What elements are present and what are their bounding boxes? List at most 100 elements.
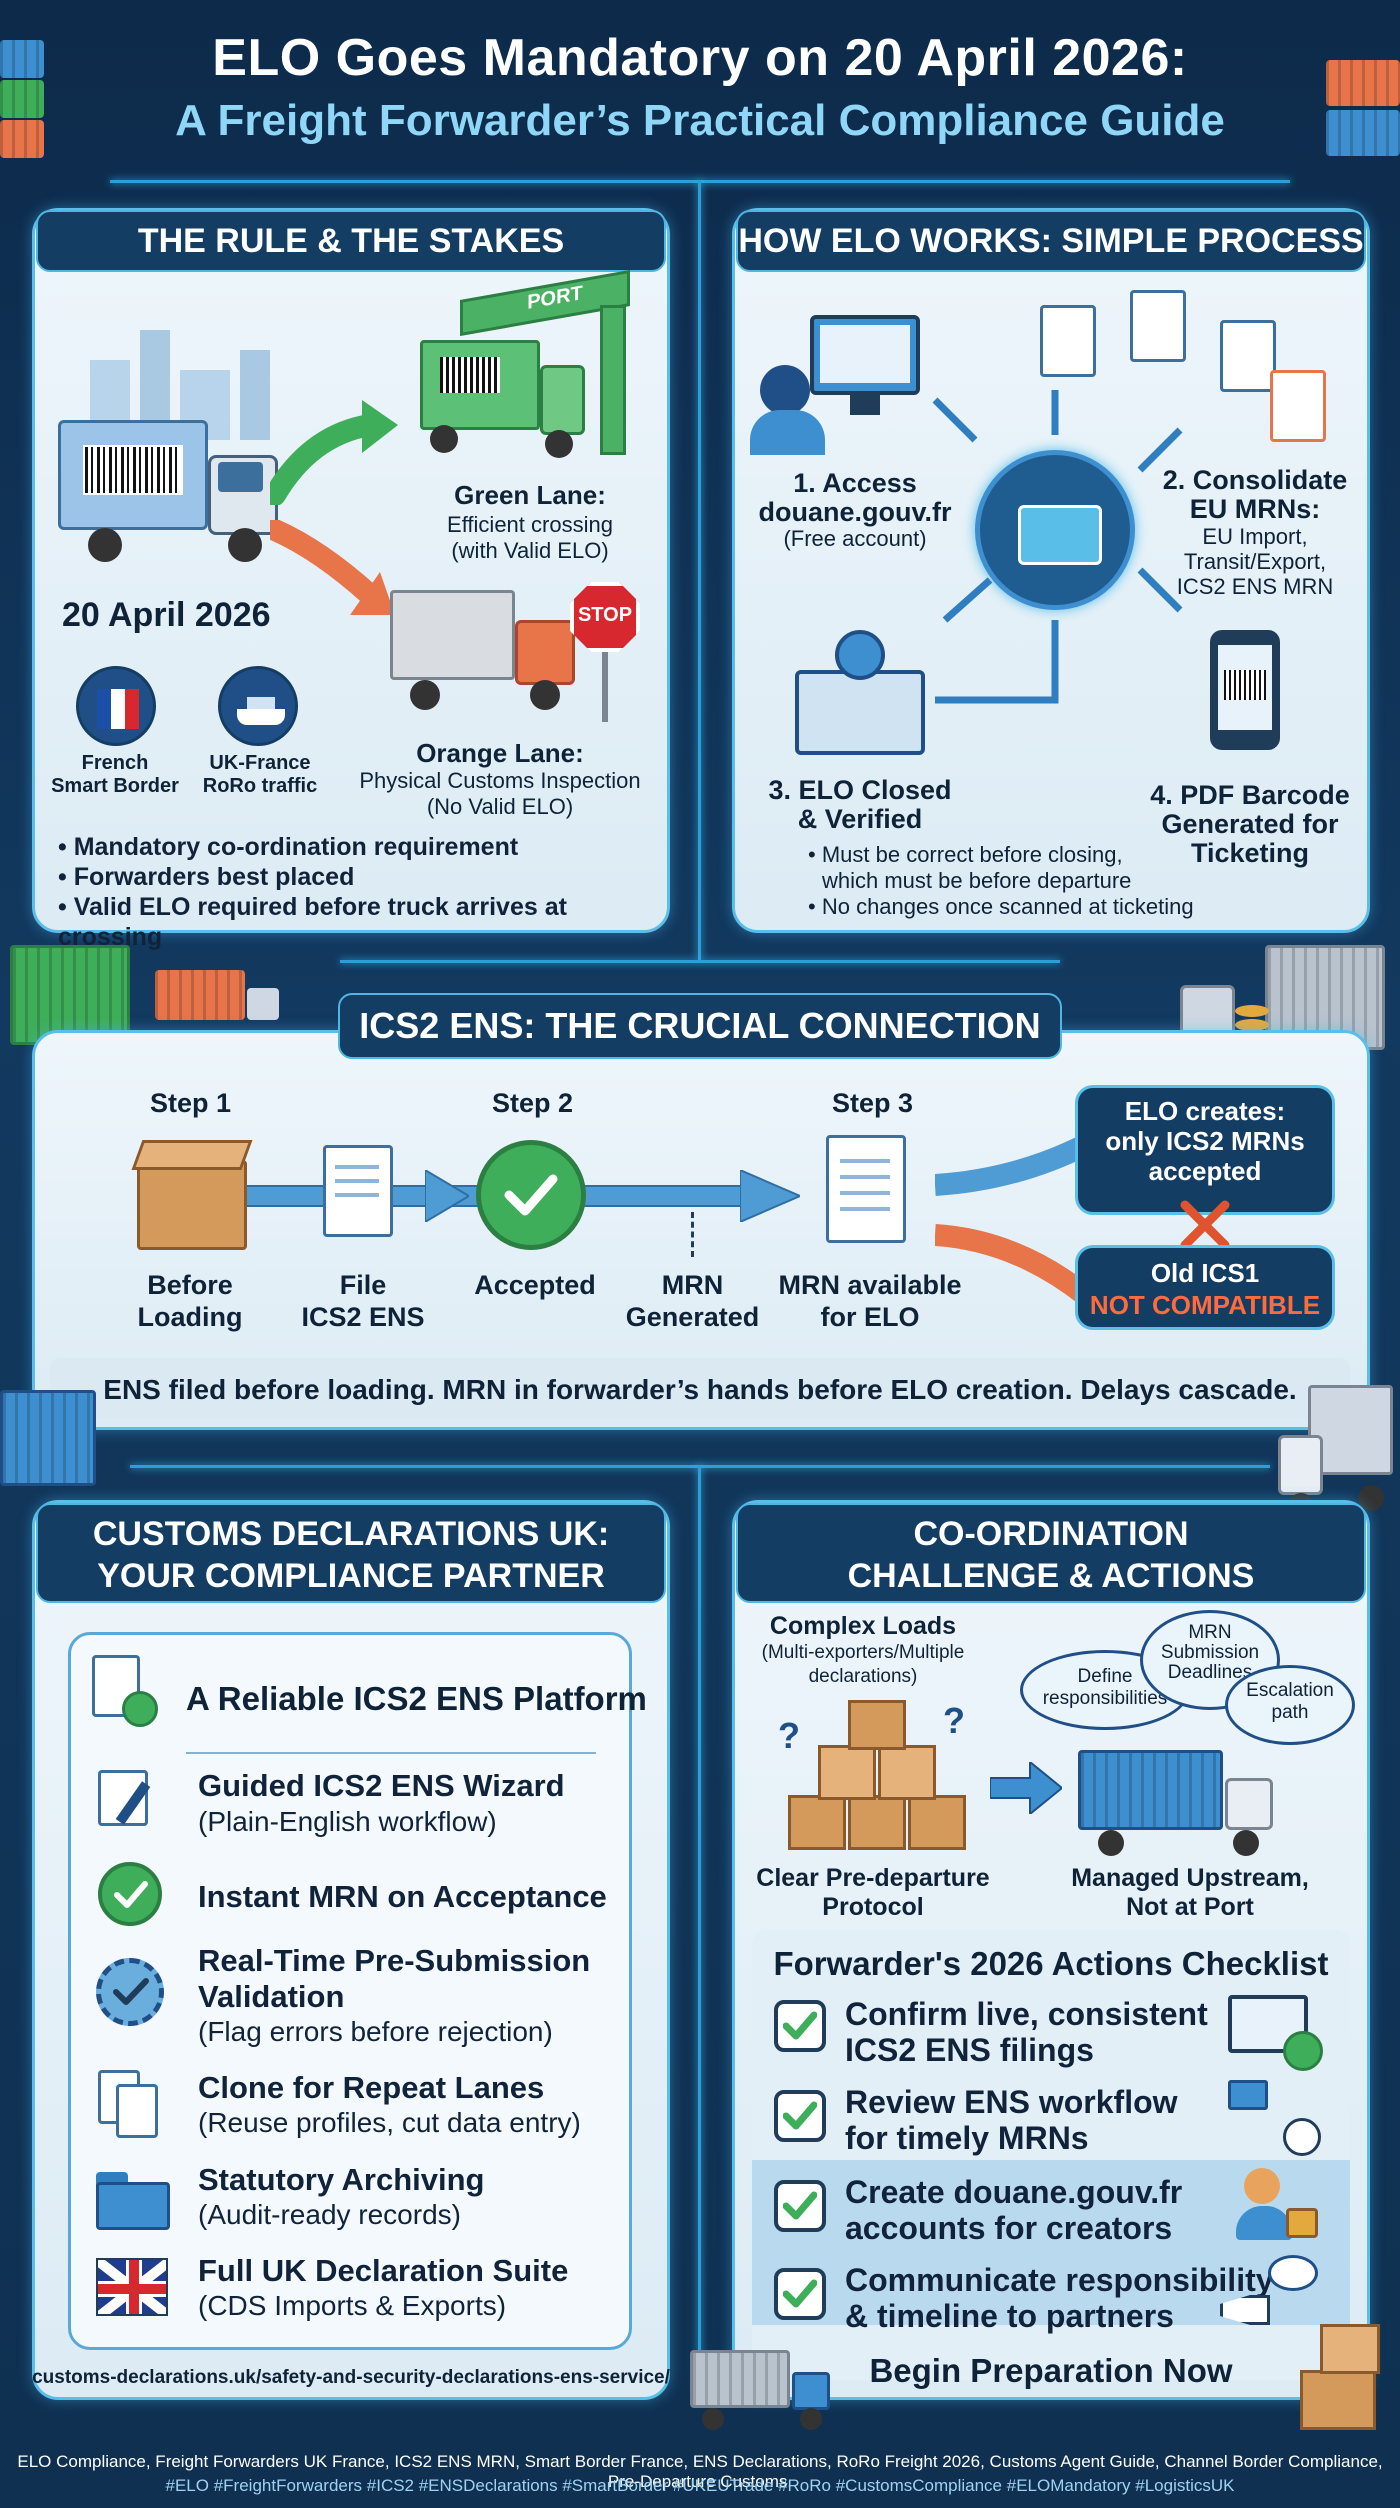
footer-hashtags: #ELO #FreightForwarders #ICS2 #ENSDeclar… [165, 2476, 1235, 2495]
step4-title-1: 4. PDF Barcode [1150, 780, 1350, 810]
blue-container-image [0, 1390, 100, 1490]
white-truck-image [1278, 1385, 1398, 1525]
ics2-heading: ICS2 ENS: THE CRUCIAL CONNECTION [338, 993, 1062, 1059]
platform-title: A Reliable ICS2 ENS Platform [186, 1680, 647, 1717]
step4-title-3: Ticketing [1190, 838, 1310, 868]
megaphone-chat-icon [1220, 2255, 1330, 2335]
bubble-define-1: Define [1077, 1666, 1133, 1687]
checklist-checkbox[interactable] [774, 2268, 826, 2320]
managed-upstream-1: Managed Upstream, [1071, 1864, 1309, 1892]
connector-mid-1 [340, 960, 1060, 963]
old-ics1-label: Old ICS1 [1150, 1258, 1260, 1288]
ics2-step3: Step 3 [832, 1088, 914, 1118]
checklist-checkbox[interactable] [774, 2180, 826, 2232]
feature-sub: (Flag errors before rejection) [198, 2016, 553, 2047]
checklist-checkbox[interactable] [774, 2090, 826, 2142]
checklist-checkbox[interactable] [774, 2000, 826, 2052]
phone-barcode-icon [1210, 630, 1290, 755]
orange-lane-title: Orange Lane: [416, 738, 584, 768]
orange-arrow-icon [270, 520, 395, 615]
old-ics1-callout [1075, 1245, 1335, 1330]
workflow-clock-icon [1228, 2080, 1328, 2160]
coord-heading-line2: CHALLENGE & ACTIONS [847, 1557, 1255, 1595]
partner-heading-line2: YOUR COMPLIANCE PARTNER [97, 1557, 605, 1595]
complex-loads-sub2: declarations) [808, 1666, 918, 1687]
ics2-summary: ENS filed before loading. MRN in forward… [103, 1374, 1297, 1405]
begin-preparation-button[interactable]: Begin Preparation Now [869, 2352, 1233, 2389]
step2-sub-3: ICS2 ENS MRN [1176, 574, 1334, 599]
flow-right-arrow-icon [990, 1762, 1062, 1814]
label-mrn-1: MRN [661, 1270, 724, 1300]
platform-divider [186, 1752, 596, 1754]
green-lane-title: Green Lane: [454, 480, 606, 510]
bubble-deadlines-3: Deadlines [1167, 1662, 1253, 1683]
elo-creates-3: accepted [1148, 1156, 1262, 1186]
process-note: • No changes once scanned at ticketing [808, 894, 1194, 919]
footer-keywords: ELO Compliance, Freight Forwarders UK Fr… [17, 2452, 1383, 2491]
grey-truck-bottom-image [690, 2350, 840, 2440]
documents-icon [1040, 290, 1340, 450]
process-note: • Must be correct before closing, [808, 842, 1123, 867]
process-notes: • Must be correct before closing, which … [808, 842, 1208, 920]
badge1-line2: Smart Border [51, 775, 179, 797]
step1-sub: (Free account) [783, 526, 927, 551]
feature-sub: (Reuse profiles, cut data entry) [198, 2107, 581, 2138]
page-subtitle: A Freight Forwarder’s Practical Complian… [175, 96, 1225, 145]
cargo-box-icon [131, 1135, 253, 1255]
folder-hub-icon [975, 450, 1135, 610]
accepted-check-icon [476, 1140, 586, 1250]
ferry-icon [218, 666, 298, 746]
clear-protocol-1: Clear Pre-departure [756, 1864, 990, 1892]
step2-sub-2: Transit/Export, [1183, 549, 1327, 574]
blue-truck-image [58, 400, 283, 580]
rule-bullet: • Forwarders best placed [58, 863, 355, 891]
step1-title-2: douane.gouv.fr [758, 497, 952, 527]
elo-creates-2: only ICS2 MRNs [1105, 1126, 1305, 1156]
elo-creates-callout [1075, 1085, 1335, 1215]
feature-title: Clone for Repeat Lanes [198, 2070, 545, 2105]
bubble-deadlines-2: Submission [1160, 1642, 1260, 1663]
partner-heading: CUSTOMS DECLARATIONS UK: YOUR COMPLIANCE… [36, 1503, 666, 1603]
step1-title-1: 1. Access [793, 468, 917, 498]
coord-heading-line1: CO-ORDINATION [913, 1515, 1189, 1553]
step2-title-1: 2. Consolidate [1162, 465, 1348, 495]
feature-sub: (Audit-ready records) [198, 2199, 461, 2230]
monitor-check-icon [1228, 1995, 1328, 2075]
stop-sign-label: STOP [577, 604, 633, 626]
stop-sign-icon: STOP [570, 582, 640, 722]
managed-upstream-2: Not at Port [1126, 1893, 1254, 1921]
french-flag-icon [76, 666, 156, 746]
bubble-escalation-1: Escalation [1246, 1680, 1334, 1701]
boxes-corner-image [1290, 2320, 1390, 2435]
partner-url-link[interactable]: customs-declarations.uk/safety-and-secur… [32, 2367, 670, 2388]
label-avail-1: MRN available [778, 1270, 962, 1300]
container-stack-left [0, 40, 44, 160]
badge1-line1: French [81, 752, 149, 774]
ics2-summary-bar [50, 1358, 1350, 1418]
rule-bullets: • Mandatory co-ordination requirement • … [58, 832, 658, 952]
archive-folder-icon [96, 2172, 170, 2230]
step3-title-2: & Verified [797, 804, 923, 834]
label-before-2: Loading [137, 1302, 243, 1332]
green-lane-sub2: (with Valid ELO) [451, 538, 609, 563]
badge2-line1: UK-France [209, 752, 311, 774]
ics2-flow-arrow-icon [740, 1170, 800, 1222]
stacked-boxes-icon: ? ? [778, 1700, 978, 1860]
orange-lane-sub1: Physical Customs Inspection [359, 768, 641, 793]
label-file-1: File [339, 1270, 387, 1300]
clear-protocol-2: Protocol [822, 1893, 924, 1921]
date-label: 20 April 2026 [62, 596, 271, 634]
feature-title: Real-Time Pre-Submission [198, 1943, 591, 1978]
feature-title: Statutory Archiving [198, 2162, 485, 2197]
user-lock-icon [1236, 2168, 1326, 2248]
incompatible-x-icon [1180, 1200, 1230, 1250]
step2-title-2: EU MRNs: [1189, 494, 1321, 524]
not-compatible-label: NOT COMPATIBLE [1089, 1290, 1321, 1320]
checklist-item-4: Communicate responsibility& timeline to … [845, 2262, 1274, 2334]
ics2-step2: Step 2 [492, 1088, 574, 1118]
mrn-document-icon [826, 1135, 916, 1250]
orange-truck-small-image [155, 970, 285, 1040]
uk-flag-icon [96, 2258, 168, 2316]
